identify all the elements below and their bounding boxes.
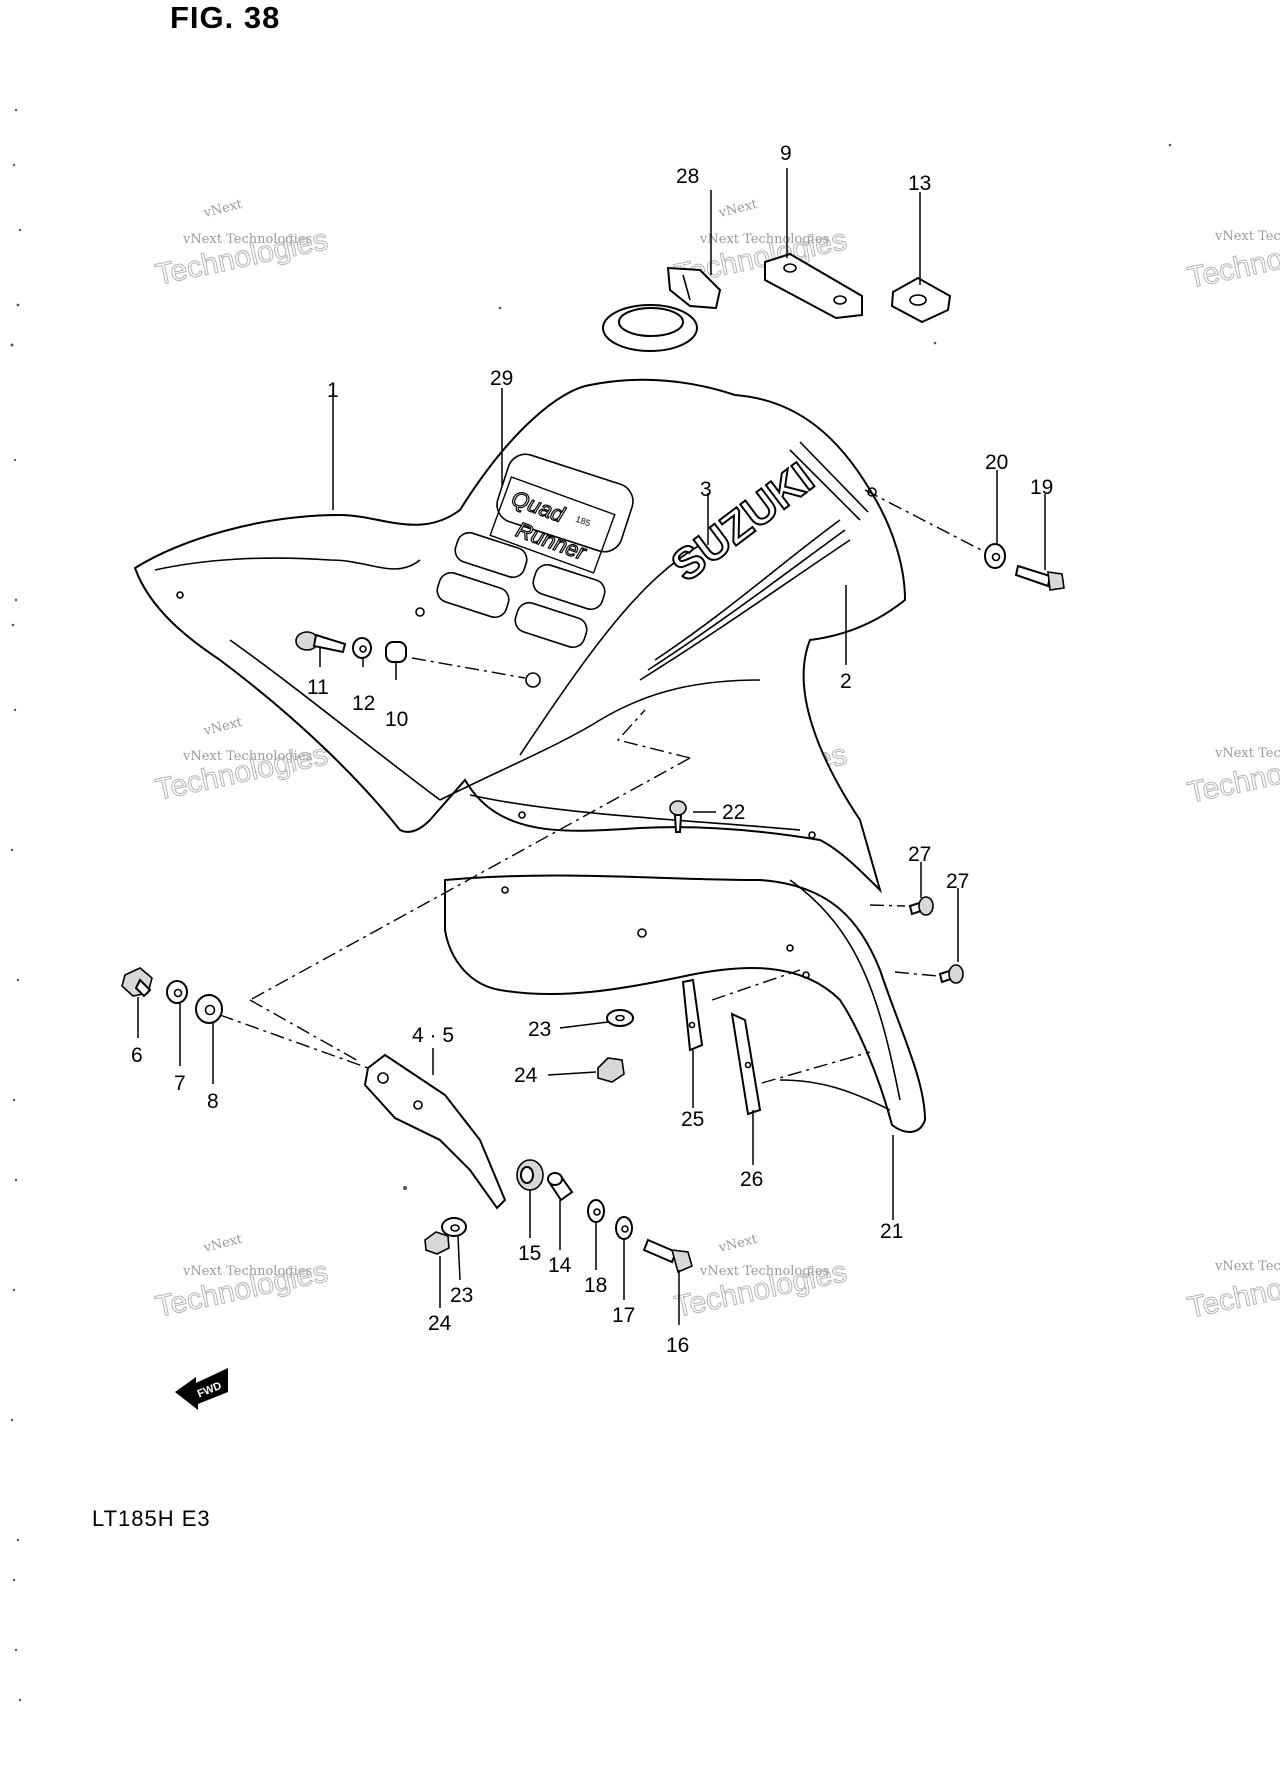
part-6-bolt [121,967,153,998]
callout-15: 15 [518,1242,541,1265]
watermark: vNext vNext Technologies Technologies [671,1232,850,1325]
part-21-mud-flap [444,874,927,1133]
part-11-bolt [295,631,347,654]
callout-23-b: 23 [450,1284,473,1307]
part-23-washer-lower [441,1217,467,1237]
part-7-lock-washer [166,980,188,1004]
fwd-arrow-icon: FWD [175,1368,228,1410]
watermark-text: vNext Technologies [182,232,312,247]
callout-9: 9 [780,142,792,165]
watermark-text: vNext Technologies [1214,1259,1280,1274]
callout-26: 26 [740,1168,763,1191]
part-12-washer [352,637,372,659]
part-17-lock-washer [615,1216,633,1240]
front-fender: SUZUKI Quad Runner 185 [133,378,907,894]
callout-22: 22 [722,801,745,824]
callout-27-b: 27 [946,870,969,893]
callout-3: 3 [700,478,712,501]
callout-10: 10 [385,708,408,731]
part-15-cushion [516,1159,544,1191]
watermark: vNext Technologies Technologies [1184,741,1280,811]
part-20-washer [984,543,1006,569]
callout-27: 27 [908,843,931,866]
part-13-nut-clip [890,276,952,324]
part-27-screw [908,896,934,916]
figure-title: FIG. 38 [170,0,281,35]
callouts: 28 9 13 1 29 3 20 19 2 11 12 10 22 27 27… [131,142,1053,1357]
part-8-washer [195,994,223,1024]
part-16-bolt [642,1238,693,1274]
model-size-text: 185 [574,514,592,529]
part-26-bracket [730,1012,762,1116]
watermark: vNext vNext Technologies Technologies [152,197,331,293]
part-28-grommet [602,266,722,352]
callout-21: 21 [880,1220,903,1243]
part-23-washer [606,1009,634,1027]
callout-24: 24 [514,1064,538,1087]
callout-4-5: 4 · 5 [412,1024,454,1047]
watermark: vNext vNext Technologies Technologies [152,1232,331,1325]
watermark: vNext Technologies Technologies [1184,226,1280,296]
callout-11: 11 [307,676,329,699]
part-27-screw [938,964,964,984]
watermark-text: vNext [716,1232,759,1256]
watermark-text: vNext [201,197,244,221]
part-10-collar [385,641,407,663]
callout-29: 29 [490,367,513,390]
watermark-text: vNext Technologies [182,749,312,764]
part-18-washer [587,1199,605,1223]
callout-24-b: 24 [428,1312,452,1335]
watermark-text: vNext Technologies [699,1264,829,1279]
watermark-text: vNext [201,715,244,739]
watermark-text: vNext Technologies [699,232,829,247]
callout-6: 6 [131,1044,143,1067]
callout-17: 17 [612,1304,635,1327]
part-24-nut [597,1057,625,1083]
part-14-collar [547,1172,574,1202]
watermark-text: vNext [201,1232,244,1256]
watermark-text: vNext [716,197,759,221]
callout-28: 28 [676,165,699,188]
callout-19: 19 [1030,476,1053,499]
callout-8: 8 [207,1090,219,1113]
watermark-text: vNext Technologies [1214,229,1280,244]
callout-14: 14 [548,1254,572,1277]
leader-lines [137,168,1046,1325]
part-22-screw [669,800,687,833]
assembly-lines [219,489,986,1084]
callout-16: 16 [666,1334,689,1357]
watermark-text: vNext Technologies [182,1264,312,1279]
callout-23: 23 [528,1018,551,1041]
watermark: vNext Technologies Technologies [1184,1256,1280,1326]
part-9-clip [764,252,863,320]
callout-13: 13 [908,172,931,195]
callout-7: 7 [174,1072,186,1095]
callout-12: 12 [352,692,375,715]
callout-20: 20 [985,451,1008,474]
part-4-5-bracket [363,1053,507,1210]
part-25-bracket [681,978,704,1052]
watermark-text: vNext Technologies [1214,746,1280,761]
part-24-nut-lower [424,1231,450,1255]
callout-25: 25 [681,1108,704,1131]
scan-speckles [10,108,1172,1702]
callout-2: 2 [840,670,852,693]
callout-1: 1 [327,379,339,402]
part-19-bolt [1014,564,1065,591]
model-label: LT185H E3 [92,1506,211,1531]
callout-18: 18 [584,1274,607,1297]
